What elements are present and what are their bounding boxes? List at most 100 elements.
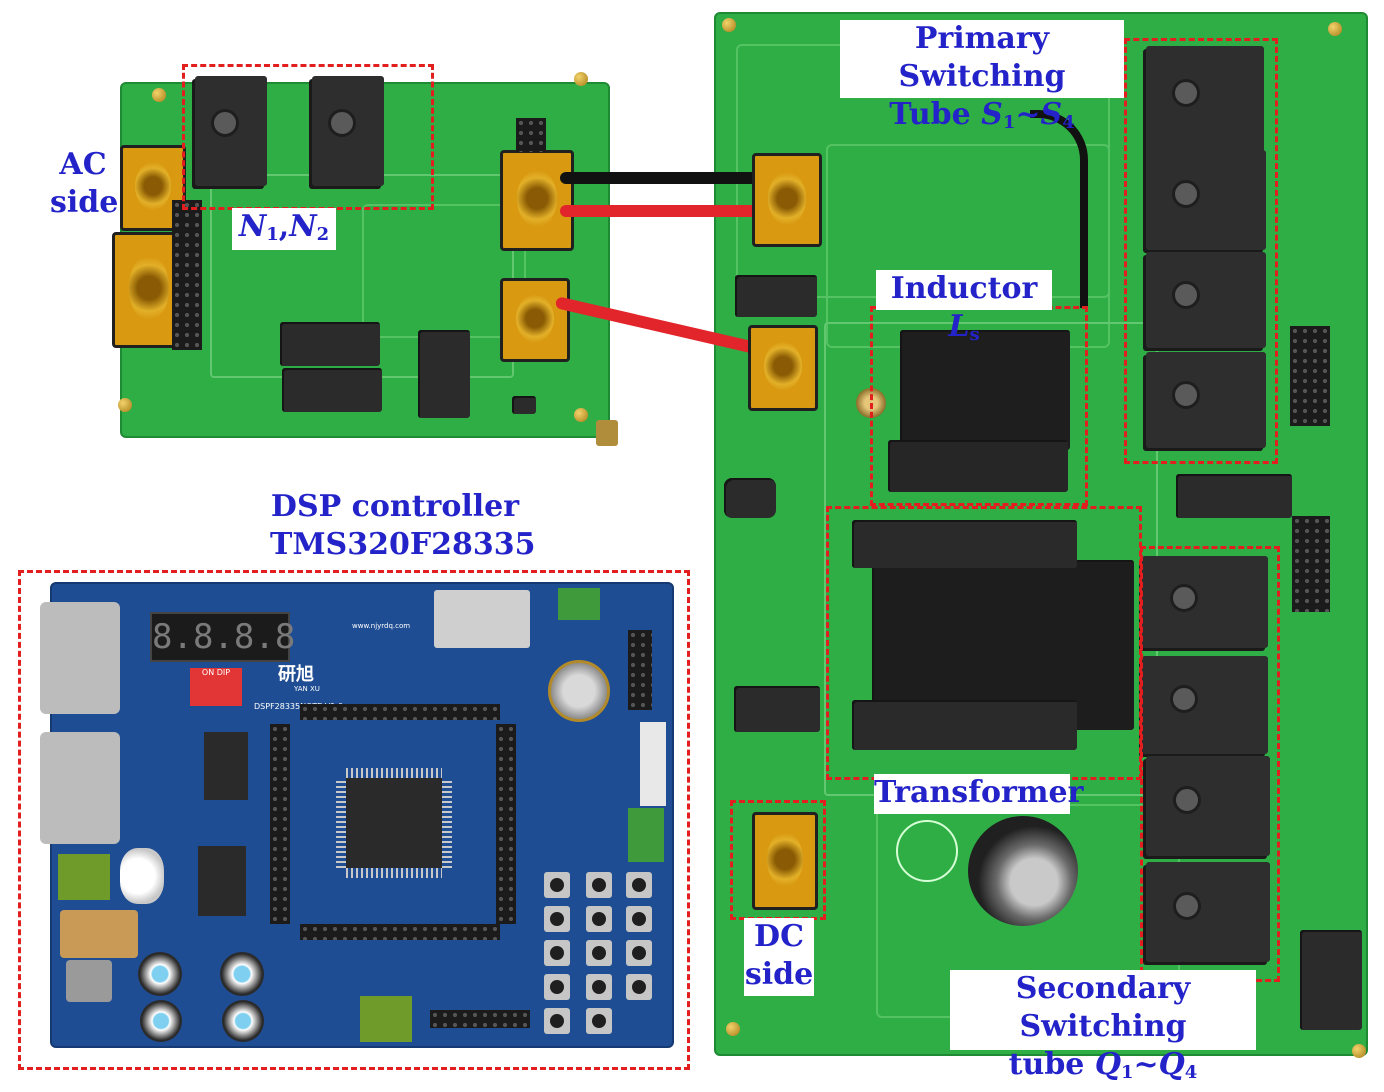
standoff — [1328, 22, 1342, 36]
box-n1-n2 — [182, 64, 434, 210]
label-transformer: Transformer — [874, 774, 1083, 814]
push-button — [544, 906, 570, 932]
black-block — [735, 275, 817, 317]
dip-switch: ON DIP — [190, 668, 242, 706]
ac-output-terminal-hv — [500, 150, 574, 251]
cable-black-loop — [1030, 110, 1088, 308]
push-button — [544, 872, 570, 898]
dsp-capacitor — [140, 1000, 182, 1042]
dsp-url-text: www.njyrdq.com — [352, 622, 411, 630]
push-button — [626, 906, 652, 932]
standoff — [726, 1022, 740, 1036]
dsp-capacitor — [220, 952, 264, 996]
push-button — [586, 872, 612, 898]
box-transformer — [826, 506, 1142, 780]
ac-output-terminal-ab — [500, 278, 570, 362]
label-ac-line2: side — [50, 185, 119, 220]
green-connector — [58, 854, 110, 900]
box-secondary-switching — [1140, 546, 1280, 982]
relay-block — [282, 368, 382, 412]
dc-jack — [724, 478, 776, 518]
cable-black — [560, 172, 760, 184]
box-dsp-controller — [18, 570, 690, 1070]
rectifier-n2 — [312, 76, 384, 186]
secondary-mosfet-q2 — [1142, 656, 1268, 754]
dsp-power-jack — [66, 960, 112, 1002]
sram-chip — [204, 732, 248, 800]
dsp-pin-header — [300, 924, 500, 940]
secondary-mosfet-q1 — [1142, 556, 1268, 648]
standoff-post — [596, 420, 618, 446]
green-connector — [558, 588, 600, 620]
right-header-mid — [1292, 516, 1330, 612]
ac-small-header — [516, 118, 546, 152]
standoff — [118, 398, 132, 412]
dsp-brand-en: YAN XU — [294, 685, 320, 693]
right-header-top — [1290, 326, 1330, 426]
standoff — [574, 72, 588, 86]
dsp-pin-header — [496, 724, 516, 924]
label-n1: N — [238, 209, 267, 244]
black-block — [1176, 474, 1292, 518]
primary-mosfet-s2 — [1146, 150, 1266, 250]
push-button — [626, 974, 652, 1000]
box-primary-switching — [1124, 38, 1278, 464]
dsp-model-text: DSPF28335NOTE V1.0 — [254, 702, 344, 711]
label-dc-side: DC side — [744, 918, 814, 996]
primary-mosfet-s4 — [1146, 352, 1266, 448]
cable-red — [560, 205, 760, 217]
label-ac-line1: AC — [59, 147, 107, 182]
dsp-brand-logo: 研旭 — [278, 664, 314, 685]
box-dc-side — [730, 800, 826, 920]
dsp-pin-header — [430, 1010, 530, 1028]
label-secondary-line2: tube Q1~Q4 — [1008, 1047, 1198, 1083]
label-n2-sub: 2 — [316, 224, 330, 245]
db9-connector-upper — [40, 602, 120, 714]
dsp-pin-header — [628, 630, 652, 710]
push-button — [586, 974, 612, 1000]
label-n2: N — [289, 209, 317, 244]
green-connector — [628, 808, 664, 862]
push-button — [544, 1008, 570, 1034]
transformer-bobbin-top — [852, 520, 1077, 568]
push-button — [586, 940, 612, 966]
main-input-terminal-lower — [748, 325, 818, 411]
dsp-chip-pins-bottom — [346, 868, 442, 878]
dsp-pin-header — [270, 724, 290, 924]
ac-header — [172, 200, 202, 350]
rectifier-n1 — [195, 76, 267, 186]
label-inductor: Inductor Ls — [876, 270, 1052, 345]
dsp-chip-pins-right — [442, 778, 452, 868]
label-n1-n2: N1,N2 — [232, 208, 336, 250]
push-button — [586, 1008, 612, 1034]
label-dc-line2: side — [744, 957, 814, 992]
capacitor-footprint — [896, 820, 958, 882]
dsp-power-inductor — [60, 910, 138, 958]
standoff — [574, 408, 588, 422]
label-dsp-line2: TMS320F28335 — [270, 527, 536, 562]
black-block — [734, 686, 820, 732]
green-connector — [360, 996, 412, 1042]
dsp-capacitor — [120, 848, 164, 904]
electrolytic-capacitor — [968, 816, 1078, 926]
coin-cell-battery — [548, 660, 610, 722]
standoff — [152, 88, 166, 102]
dc-terminal — [752, 812, 818, 910]
label-dsp-controller: DSP controller TMS320F28335 — [270, 488, 536, 566]
small-connector — [512, 396, 536, 414]
dsp-capacitor — [138, 952, 182, 996]
dsp-pin-header — [300, 704, 500, 720]
label-primary-switching: Primary Switching Tube S1~S4 — [840, 20, 1124, 133]
label-secondary-line1: Secondary Switching — [1015, 971, 1191, 1044]
inductor-base — [888, 440, 1068, 492]
label-primary-line1: Primary Switching — [898, 21, 1066, 94]
flash-chip — [198, 846, 246, 916]
push-button — [626, 940, 652, 966]
sd-card-slot — [434, 590, 530, 648]
primary-mosfet-s1 — [1146, 46, 1264, 156]
dsp-main-chip — [346, 778, 442, 868]
white-connector — [640, 722, 666, 806]
inductor-core — [900, 330, 1070, 450]
label-dsp-line1: DSP controller — [270, 489, 520, 524]
push-button — [544, 974, 570, 1000]
